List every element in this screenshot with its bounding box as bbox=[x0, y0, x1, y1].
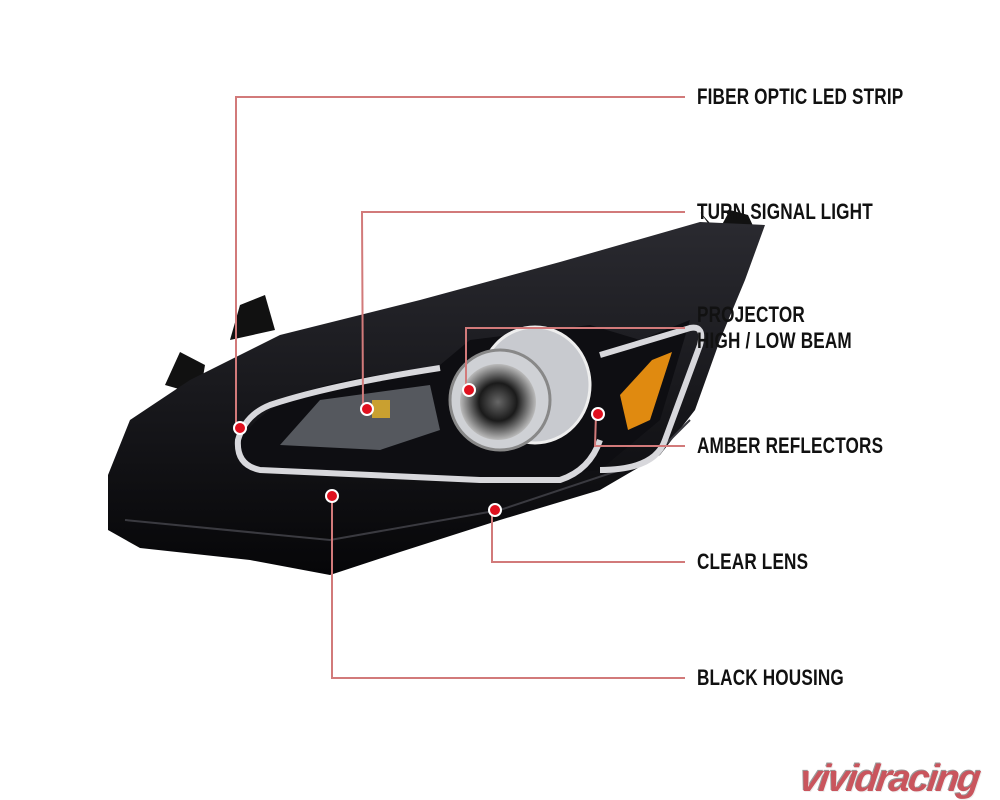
label-clear-lens: CLEAR LENS bbox=[697, 549, 809, 574]
label-black-housing: BLACK HOUSING bbox=[697, 665, 844, 690]
mounting-tab bbox=[230, 295, 275, 340]
turn-signal-reflector bbox=[280, 385, 440, 450]
callout-dots bbox=[233, 383, 605, 517]
label-turn-signal-light: TURN SIGNAL LIGHT bbox=[697, 199, 873, 224]
leader-lines bbox=[235, 96, 685, 679]
label-amber-reflectors: AMBER REFLECTORS bbox=[697, 433, 884, 458]
label-fiber-optic-led-strip: FIBER OPTIC LED STRIP bbox=[697, 84, 904, 109]
vividracing-logo: vividracing bbox=[797, 758, 982, 800]
amber-reflector bbox=[620, 352, 672, 430]
label-projector: PROJECTOR bbox=[697, 302, 805, 327]
label-high-low-beam: HIGH / LOW BEAM bbox=[697, 328, 852, 353]
